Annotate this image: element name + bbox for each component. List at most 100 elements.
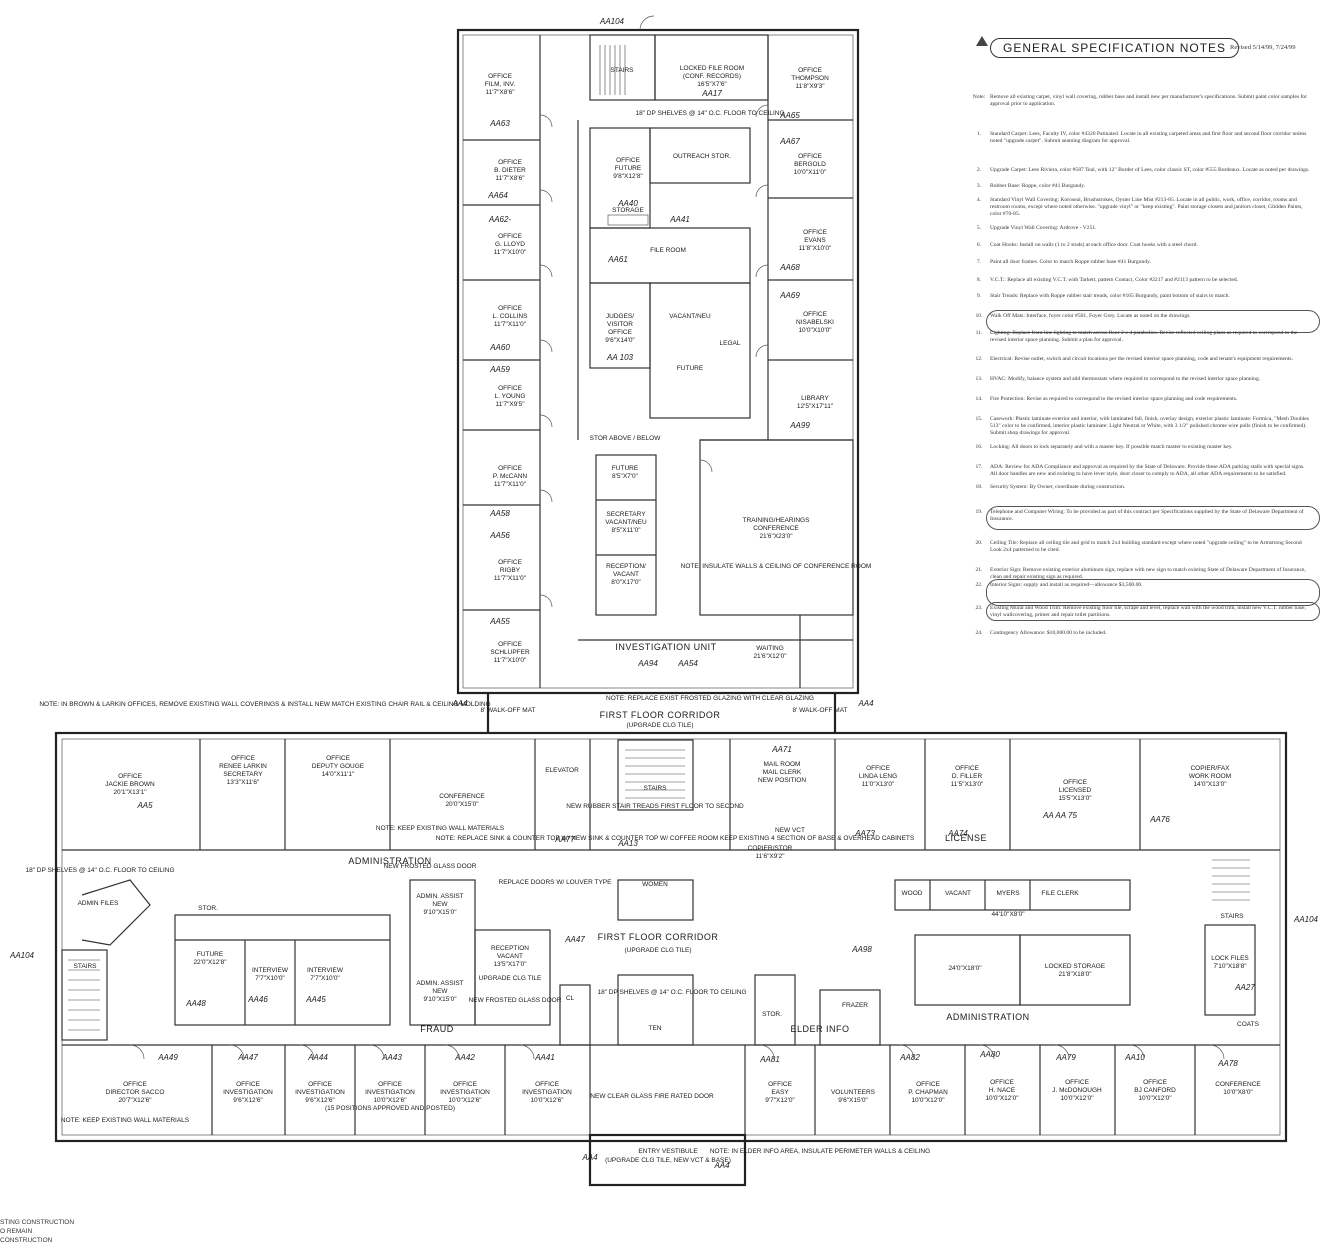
svg-text:VACANT/NEU: VACANT/NEU (605, 519, 647, 526)
room-file-room: FILE ROOM (650, 247, 686, 254)
door-swings (129, 15, 1225, 1060)
svg-text:P. CHAPMAN: P. CHAPMAN (908, 1089, 948, 1096)
svg-text:UPGRADE CLG TILE: UPGRADE CLG TILE (479, 975, 542, 982)
svg-text:AA55: AA55 (489, 617, 510, 626)
svg-text:AA4: AA4 (857, 699, 874, 708)
main-wing-walls (54, 693, 1288, 1187)
svg-text:11'7"X11'0": 11'7"X11'0" (494, 321, 527, 328)
spec-note-number: 23. (975, 605, 983, 612)
spec-note-text: HVAC: Modify, balance system and add the… (990, 375, 1261, 382)
room-office-mccann: OFFICE (498, 465, 522, 472)
room-office-lloyd: OFFICE (498, 233, 522, 240)
svg-text:LICENSED: LICENSED (1059, 787, 1092, 794)
room-admin-files: ADMIN FILES (78, 900, 119, 907)
spec-note-number: 5. (976, 224, 982, 231)
svg-text:NOTE: REPLACE EXIST FROSTED GL: NOTE: REPLACE EXIST FROSTED GLAZING WITH… (606, 695, 814, 702)
svg-text:AA63: AA63 (489, 119, 510, 128)
spec-note-number: 22. (975, 582, 983, 589)
svg-text:FILE CLERK: FILE CLERK (1041, 890, 1079, 897)
svg-text:10'0"X12'0": 10'0"X12'0" (911, 1097, 945, 1104)
svg-text:AA44: AA44 (307, 1053, 328, 1062)
room-judges: JUDGES/ (606, 313, 634, 320)
svg-text:10'0"X12'6": 10'0"X12'6" (530, 1097, 564, 1104)
svg-text:11'7"X11'0": 11'7"X11'0" (494, 481, 527, 488)
svg-text:STOR.: STOR. (762, 1011, 782, 1018)
svg-text:J. McDONOUGH: J. McDONOUGH (1052, 1087, 1102, 1094)
svg-text:DEPUTY GOUGE: DEPUTY GOUGE (312, 763, 365, 770)
spec-note-text: Upgrade Vinyl Wall Covering: Ardrove - V… (990, 224, 1097, 231)
svg-text:AA58: AA58 (489, 509, 510, 518)
svg-text:10'0"X12'0": 10'0"X12'0" (1138, 1095, 1172, 1102)
svg-text:10'0"X10'0": 10'0"X10'0" (798, 327, 832, 334)
svg-text:AA59: AA59 (489, 365, 510, 374)
room-locked-storage: LOCKED STORAGE (1045, 963, 1106, 970)
svg-text:AA73: AA73 (854, 829, 875, 838)
room-office-filler: OFFICE (955, 765, 979, 772)
revision-triangle-icon (976, 36, 988, 46)
svg-text:MYERS: MYERS (996, 890, 1020, 897)
room-mail: MAIL ROOM (764, 761, 801, 768)
room-office-mcdonough: OFFICE (1065, 1079, 1089, 1086)
svg-text:SCHLUPFER: SCHLUPFER (490, 649, 530, 656)
spec-note-number: 14. (975, 395, 983, 402)
svg-text:AA82: AA82 (899, 1053, 920, 1062)
room-entry-vestibule: ENTRY VESTIBULE (638, 1148, 698, 1155)
svg-text:11'6"X9'2": 11'6"X9'2" (755, 853, 785, 860)
svg-text:CONFERENCE: CONFERENCE (753, 525, 799, 532)
svg-text:VACANT/NEU: VACANT/NEU (669, 313, 711, 320)
svg-text:18" DP SHELVES @ 14" O.C. FLOO: 18" DP SHELVES @ 14" O.C. FLOOR TO CEILI… (597, 989, 746, 996)
main-top-labels: OFFICE JACKIE BROWN 20'1"X13'1" AA5 OFFI… (105, 745, 1231, 843)
svg-text:OFFICE: OFFICE (608, 329, 632, 336)
svg-text:11'7"X11'0": 11'7"X11'0" (494, 575, 527, 582)
svg-text:16'5"X7'6": 16'5"X7'6" (697, 81, 727, 88)
svg-text:8'5"X7'0": 8'5"X7'0" (612, 473, 639, 480)
room-elevator: ELEVATOR (545, 767, 579, 774)
svg-text:STOR.: STOR. (198, 905, 218, 912)
svg-text:P. McCANN: P. McCANN (493, 473, 527, 480)
first-floor-corridor-2-label: FIRST FLOOR CORRIDOR (598, 932, 719, 942)
svg-text:NOTE: INSULATE WALLS & CEILING: NOTE: INSULATE WALLS & CEILING OF CONFER… (681, 563, 872, 570)
svg-text:11'8"X9'3": 11'8"X9'3" (795, 83, 825, 90)
room-stairs-right: STAIRS (1221, 913, 1245, 920)
room-copier-stor: COPIER/STOR (748, 845, 793, 852)
spec-note-number: 20. (975, 539, 983, 546)
room-waiting: WAITING (756, 645, 784, 652)
svg-text:AA4: AA4 (713, 1161, 730, 1170)
svg-text:10'0"X12'0": 10'0"X12'0" (985, 1095, 1019, 1102)
svg-text:8' WALK-OFF MAT: 8' WALK-OFF MAT (792, 707, 847, 714)
svg-text:INVESTIGATION: INVESTIGATION (295, 1089, 345, 1096)
spec-note-number: Note: (972, 93, 986, 100)
svg-text:AA27: AA27 (1234, 983, 1255, 992)
room-conference-right: CONFERENCE (1215, 1081, 1261, 1088)
room-interview-2: INTERVIEW (307, 967, 344, 974)
svg-text:NOTE: REPLACE SINK & COUNTER T: NOTE: REPLACE SINK & COUNTER TOP W/ NEW … (436, 835, 915, 842)
svg-text:H. NACE: H. NACE (989, 1087, 1016, 1094)
room-office-dieter: OFFICE (498, 159, 522, 166)
svg-text:AA40: AA40 (617, 199, 638, 208)
svg-text:13'3"X11'6": 13'3"X11'6" (227, 779, 260, 786)
svg-text:INVESTIGATION: INVESTIGATION (440, 1089, 490, 1096)
svg-text:21'6"X23'0": 21'6"X23'0" (759, 533, 793, 540)
spec-note-number: 24. (975, 630, 983, 637)
investigation-unit-label: INVESTIGATION UNIT (615, 642, 716, 652)
revision-cloud (986, 506, 1320, 530)
room-library: LIBRARY (801, 395, 829, 402)
svg-text:AA41: AA41 (534, 1053, 555, 1062)
svg-text:AA41: AA41 (669, 215, 690, 224)
svg-text:20'1"X13'1": 20'1"X13'1" (113, 789, 147, 796)
svg-text:10'0"X12'6": 10'0"X12'6" (373, 1097, 407, 1104)
spec-note-number: 2. (976, 166, 982, 173)
room-stairs-center: STAIRS (644, 785, 668, 792)
svg-text:11'7"X10'0": 11'7"X10'0" (494, 249, 527, 256)
svg-text:NEW: NEW (432, 901, 448, 908)
svg-text:AA94: AA94 (637, 659, 658, 668)
room-office-easy: OFFICE (768, 1081, 792, 1088)
svg-text:AA67: AA67 (779, 137, 800, 146)
spec-note-text: Security System: By Owner, coordinate du… (990, 484, 1126, 491)
svg-text:(CONF. RECORDS): (CONF. RECORDS) (683, 73, 741, 80)
svg-text:INVESTIGATION: INVESTIGATION (223, 1089, 273, 1096)
spec-note-text: Lighting: Replace front line lighting to… (990, 330, 1298, 344)
room-office-bergold: OFFICE (798, 153, 822, 160)
room-office-inv-3: OFFICE (378, 1081, 402, 1088)
svg-text:21'8"X18'0": 21'8"X18'0" (1058, 971, 1092, 978)
